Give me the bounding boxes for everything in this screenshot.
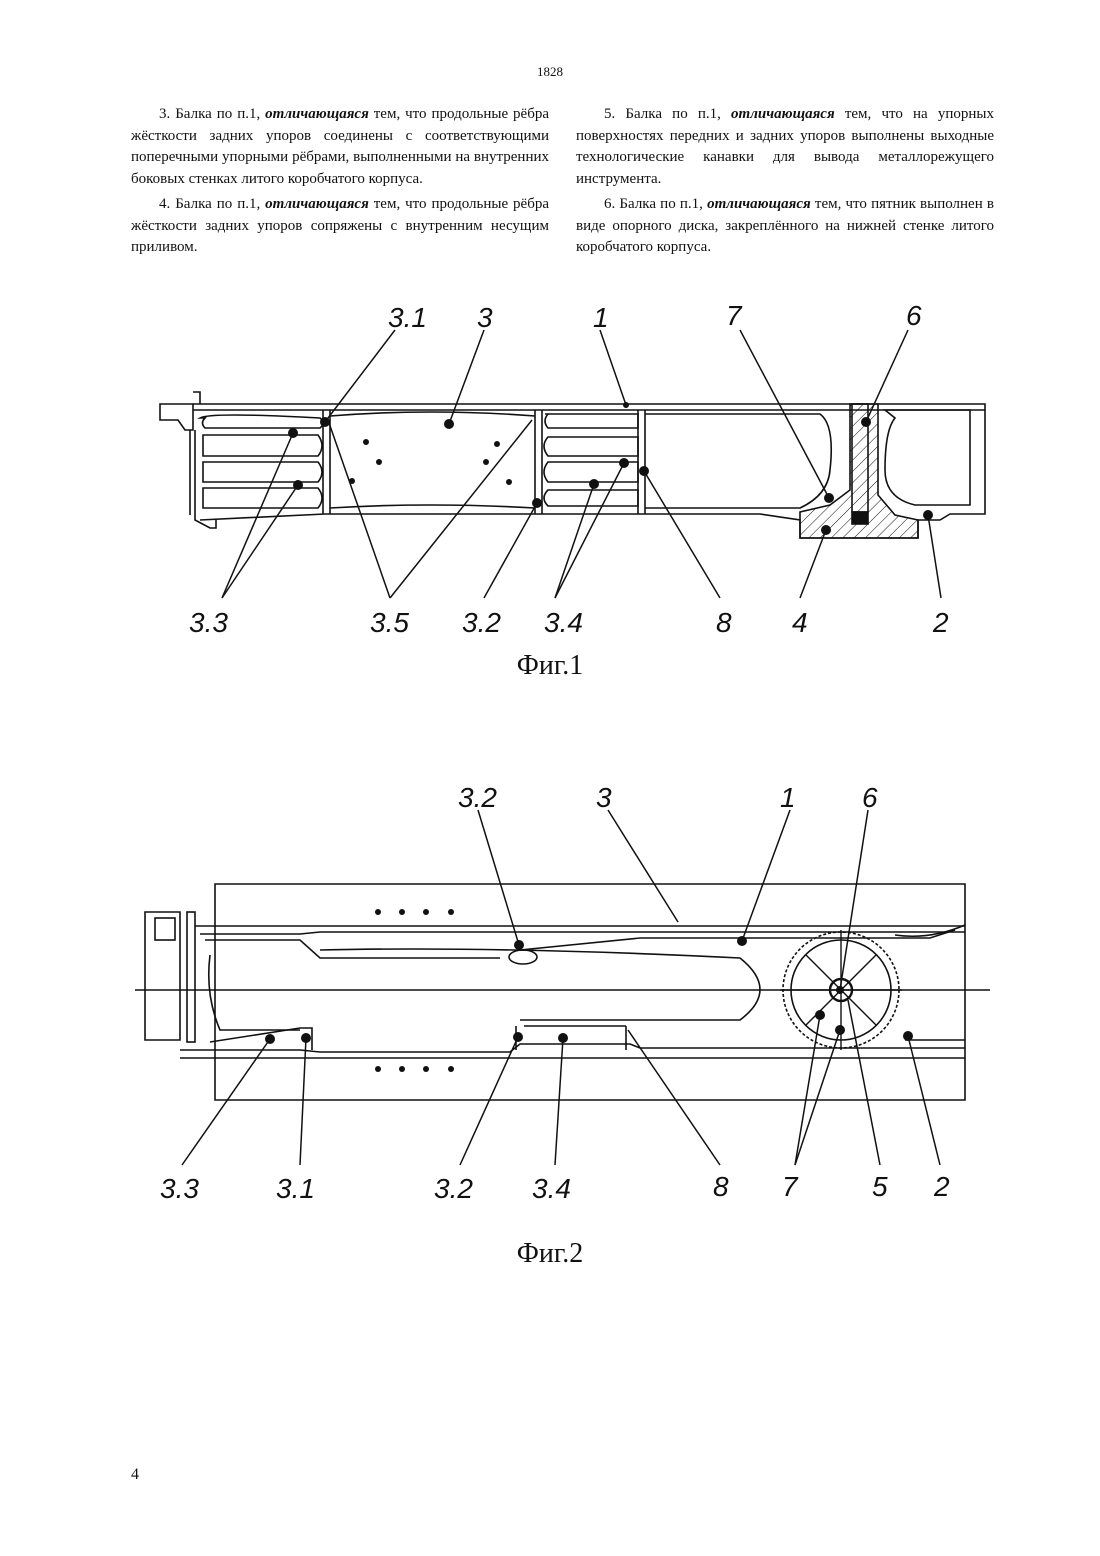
claims-right-column: 5. Балка по п.1, отличающаяся тем, что н…	[576, 104, 994, 263]
label-3-2: 3.2	[462, 607, 501, 638]
label-3-3: 3.3	[160, 1173, 199, 1204]
claim-4: 4. Балка по п.1, отличающаяся тем, что п…	[131, 194, 549, 259]
label-3-3: 3.3	[189, 607, 228, 638]
label-3-1: 3.1	[276, 1173, 315, 1204]
label-3-2-bottom: 3.2	[434, 1173, 473, 1204]
claim-5: 5. Балка по п.1, отличающаяся тем, что н…	[576, 104, 994, 190]
page-number-top: 1828	[0, 64, 1100, 80]
label-5: 5	[872, 1171, 888, 1202]
claims-left-column: 3. Балка по п.1, отличающаяся тем, что п…	[131, 104, 549, 263]
leader-lines	[182, 810, 940, 1165]
claim-keyword: отличающаяся	[731, 106, 835, 122]
claim-keyword: отличающаяся	[265, 196, 369, 212]
label-3-4: 3.4	[532, 1173, 571, 1204]
figure-1: 3.1 3 1 7 6 3.3 3.5 3.2 3.4 8 4 2	[0, 290, 1100, 650]
label-2: 2	[932, 607, 949, 638]
page-number-bottom: 4	[131, 1466, 139, 1484]
hole-markers	[349, 439, 512, 485]
label-3-2-top: 3.2	[458, 782, 497, 813]
claim-3: 3. Балка по п.1, отличающаяся тем, что п…	[131, 104, 549, 190]
label-6: 6	[906, 300, 922, 331]
label-2: 2	[933, 1171, 950, 1202]
label-3-5: 3.5	[370, 607, 409, 638]
label-7: 7	[726, 300, 743, 331]
end-fitting	[160, 404, 193, 430]
label-8: 8	[716, 607, 732, 638]
label-4: 4	[792, 607, 808, 638]
figure-2: 3.2 3 1 6 3.3 3.1 3.2 3.4 8 7 5 2	[0, 770, 1100, 1220]
figure-1-drawing: 3.1 3 1 7 6 3.3 3.5 3.2 3.4 8 4 2	[0, 290, 1100, 650]
figure-2-drawing: 3.2 3 1 6 3.3 3.1 3.2 3.4 8 7 5 2	[0, 770, 1100, 1220]
claim-keyword: отличающаяся	[707, 196, 811, 212]
figure-1-caption: Фиг.1	[0, 650, 1100, 682]
label-6: 6	[862, 782, 878, 813]
claim-6: 6. Балка по п.1, отличающаяся тем, что п…	[576, 194, 994, 259]
label-3: 3	[596, 782, 612, 813]
label-3-4: 3.4	[544, 607, 583, 638]
label-1: 1	[780, 782, 796, 813]
claim-keyword: отличающаяся	[265, 106, 369, 122]
label-8: 8	[713, 1171, 729, 1202]
figure-2-caption: Фиг.2	[0, 1238, 1100, 1270]
label-7: 7	[782, 1171, 799, 1202]
label-3: 3	[477, 302, 493, 333]
label-1: 1	[593, 302, 609, 333]
label-3-1: 3.1	[388, 302, 427, 333]
